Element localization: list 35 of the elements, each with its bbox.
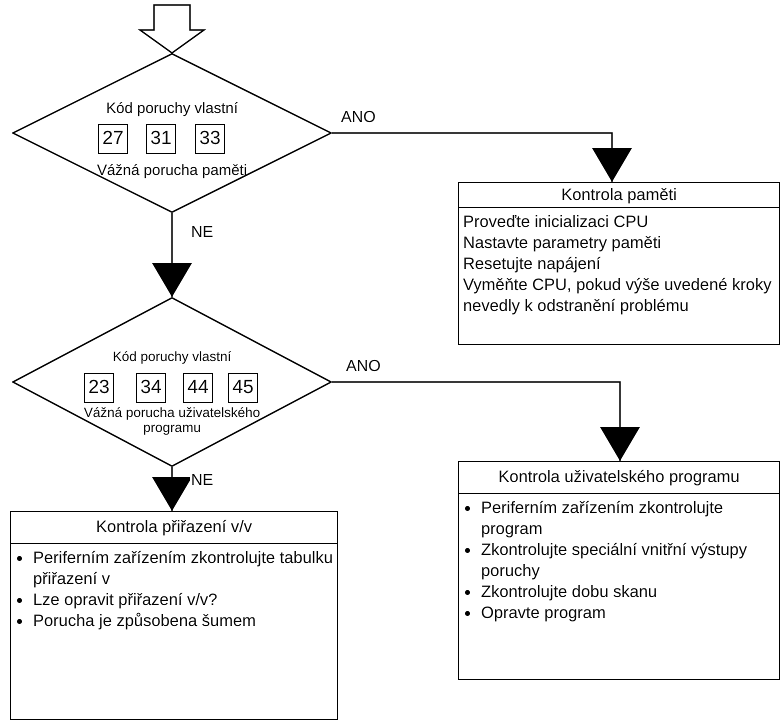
action-box (10, 511, 338, 720)
bullet-item: Periferním zařízením zkontrolujte tabulku přiřazení v (15, 548, 335, 590)
bullet-item: Zkontrolujte speciální vnitřní výstupy poruchy (463, 540, 777, 582)
decision-caption: Vážná porucha paměti (96, 163, 248, 178)
decision-diamond (12, 297, 332, 467)
decision-caption: Vážná porucha uživatelského programu (82, 405, 262, 435)
step-text: Nastavte parametry paměti (463, 233, 662, 254)
step-text: Resetujte napájení (463, 254, 602, 275)
step-text: Proveďte inicializaci CPU (463, 212, 650, 233)
decision-question: Kód poruchy vlastní (105, 101, 239, 116)
error-code: 33 (195, 124, 225, 154)
error-code: 27 (98, 124, 128, 154)
error-code: 44 (183, 373, 213, 403)
error-code: 23 (84, 373, 114, 403)
bullet-item: Lze opravit přiřazení v/v? (15, 590, 335, 611)
error-code: 34 (136, 373, 166, 403)
bullet-item: Porucha je způsobena šumem (15, 611, 335, 632)
step-text: Vyměňte CPU, pokud výše uvedené kroky nevedly k odstranění problému (463, 275, 772, 317)
box-heading: Kontrola uživatelského programu (459, 462, 779, 494)
bullet-item: Periferním zařízením zkontrolujte program (463, 498, 777, 540)
decision-diamond (12, 53, 332, 213)
decision-question: Kód poruchy vlastní (112, 349, 232, 364)
bullet-item: Zkontrolujte dobu skanu (463, 582, 777, 603)
action-box (458, 461, 780, 680)
box-heading: Kontrola přiřazení v/v (11, 512, 337, 544)
bullet-item: Opravte program (463, 603, 777, 624)
action-box (458, 182, 780, 345)
flow-arrow (332, 132, 632, 182)
error-code: 31 (146, 124, 176, 154)
entry-arrow (138, 4, 206, 54)
flow-arrow (152, 213, 192, 297)
flow-arrow (332, 381, 640, 461)
flow-arrow (152, 467, 192, 511)
error-code: 45 (228, 373, 258, 403)
box-heading: Kontrola paměti (459, 183, 779, 208)
